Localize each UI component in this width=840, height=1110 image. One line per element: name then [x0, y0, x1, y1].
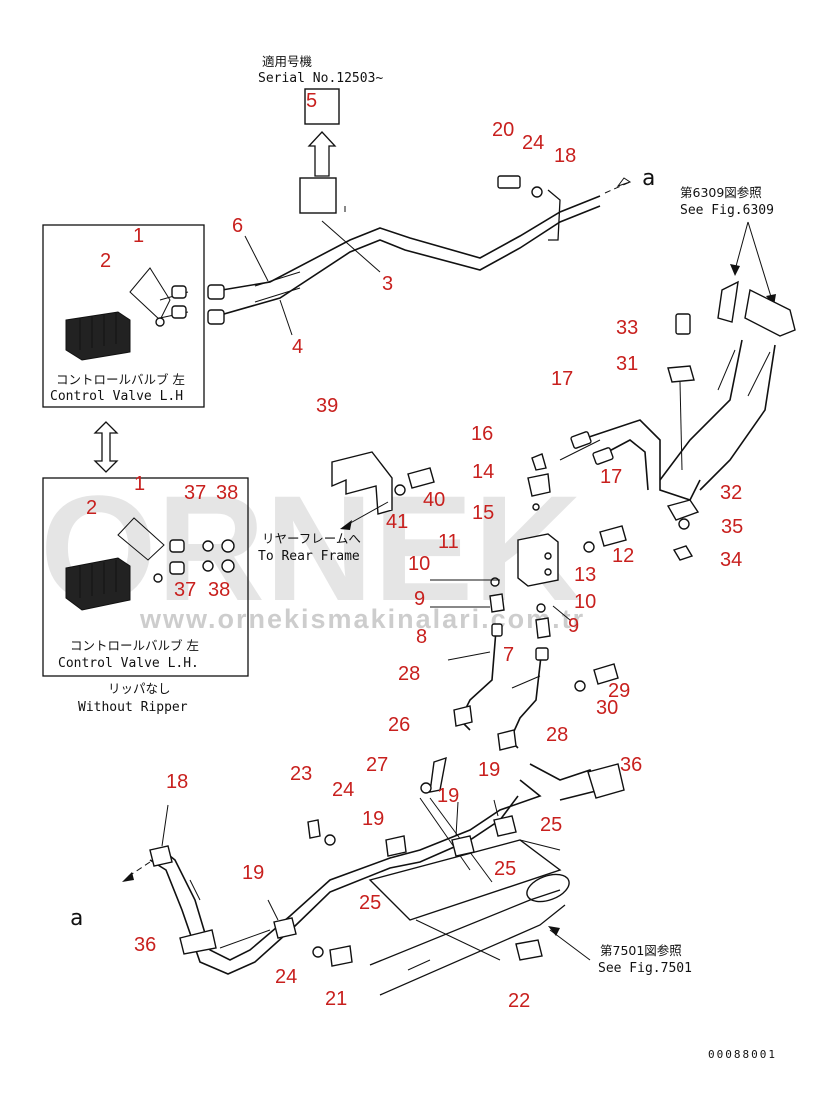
callout-10: 10	[408, 553, 430, 575]
rear-frame-bracket: リヤーフレームへ To Rear Frame	[258, 451, 435, 564]
callout-33: 33	[616, 317, 638, 339]
up-arrow-icon	[307, 131, 337, 177]
to-rear-frame-en: To Rear Frame	[258, 549, 360, 564]
box-5	[304, 88, 340, 125]
callout-6: 6	[232, 215, 243, 237]
valve-block	[430, 453, 627, 751]
see-fig-7501: 第7501図参照 See Fig.7501	[598, 943, 692, 976]
callout-20: 20	[492, 119, 514, 141]
callout-5: 5	[306, 90, 317, 112]
drawing-code: 00088001	[708, 1048, 777, 1061]
callout-37: 37	[174, 579, 196, 601]
inset2-jp: コントロールバルブ 左	[70, 638, 199, 653]
callout-19: 19	[362, 808, 384, 830]
callout-31: 31	[616, 353, 638, 375]
callout-39: 39	[316, 395, 338, 417]
without-ripper-jp: リッパなし	[108, 681, 171, 696]
callout-19: 19	[478, 759, 500, 781]
without-ripper-note: リッパなし Without Ripper	[78, 681, 188, 715]
serial-note-en: Serial No.12503~	[258, 71, 383, 86]
callout-37: 37	[184, 482, 206, 504]
without-ripper-en: Without Ripper	[78, 700, 188, 715]
callout-24: 24	[332, 779, 354, 801]
watermark: ORNEK www.ornekismakinalari.com.tr	[40, 464, 585, 634]
callout-32: 32	[720, 482, 742, 504]
to-rear-frame-jp: リヤーフレームへ	[262, 531, 361, 546]
callout-19: 19	[437, 785, 459, 807]
callout-14: 14	[472, 461, 494, 483]
connector-a-top: a	[642, 166, 655, 191]
callout-25: 25	[540, 814, 562, 836]
callout-11: 11	[438, 531, 459, 553]
callout-24: 24	[522, 132, 544, 154]
see-fig-7501-jp: 第7501図参照	[600, 943, 682, 958]
callout-layer: 1234562024183331171614151739404111121310…	[86, 90, 743, 1012]
callout-15: 15	[472, 502, 494, 524]
inset2-en: Control Valve L.H.	[58, 656, 199, 671]
callout-3: 3	[382, 273, 393, 295]
callout-35: 35	[721, 516, 743, 538]
callout-30: 30	[596, 697, 618, 719]
inset-control-valve-top: コントロールバルブ 左 Control Valve L.H	[42, 224, 205, 408]
callout-21: 21	[325, 988, 347, 1010]
callout-16: 16	[471, 423, 493, 445]
see-fig-6309-en: See Fig.6309	[680, 203, 774, 218]
serial-note: 適用号機 Serial No.12503~	[258, 54, 383, 214]
callout-1: 1	[133, 225, 144, 247]
callout-13: 13	[574, 564, 596, 586]
callout-41: 41	[386, 511, 408, 533]
callout-28: 28	[546, 724, 568, 746]
callout-1: 1	[134, 473, 145, 495]
callout-8: 8	[416, 626, 427, 648]
callout-25: 25	[494, 858, 516, 880]
callout-12: 12	[612, 545, 634, 567]
callout-19: 19	[242, 862, 264, 884]
callout-18: 18	[554, 145, 576, 167]
see-fig-7501-en: See Fig.7501	[598, 961, 692, 976]
right-hoses	[559, 313, 701, 561]
callout-2: 2	[86, 497, 97, 519]
callout-27: 27	[366, 754, 388, 776]
callout-10: 10	[574, 591, 596, 613]
box-3	[299, 177, 337, 214]
see-fig-6309-jp: 第6309図参照	[680, 185, 762, 200]
callout-34: 34	[720, 549, 742, 571]
callout-36: 36	[620, 754, 642, 776]
callout-17: 17	[551, 368, 573, 390]
callout-9: 9	[568, 615, 579, 637]
callout-9: 9	[414, 588, 425, 610]
inset1-en: Control Valve L.H	[50, 389, 183, 404]
double-arrow-icon	[93, 421, 119, 473]
callout-29: 29	[608, 680, 630, 702]
callout-36: 36	[134, 934, 156, 956]
callout-22: 22	[508, 990, 530, 1012]
callout-25: 25	[359, 892, 381, 914]
callout-18: 18	[166, 771, 188, 793]
watermark-url: www.ornekismakinalari.com.tr	[139, 604, 585, 634]
inset-control-valve-bottom: コントロールバルブ 左 Control Valve L.H.	[42, 477, 249, 677]
serial-note-jp: 適用号機	[262, 54, 313, 69]
callout-17: 17	[600, 466, 622, 488]
callout-24: 24	[275, 966, 297, 988]
callout-26: 26	[388, 714, 410, 736]
upper-pipes	[207, 175, 632, 336]
callout-40: 40	[423, 489, 445, 511]
callout-7: 7	[503, 644, 514, 666]
callout-23: 23	[290, 763, 312, 785]
callout-38: 38	[208, 579, 230, 601]
callout-4: 4	[292, 336, 303, 358]
callout-38: 38	[216, 482, 238, 504]
connector-a-bottom: a	[70, 906, 83, 931]
callout-2: 2	[100, 250, 111, 272]
see-fig-6309: 第6309図参照 See Fig.6309	[659, 185, 796, 491]
lower-hoses	[122, 756, 625, 996]
callout-28: 28	[398, 663, 420, 685]
inset1-jp: コントロールバルブ 左	[56, 372, 185, 387]
